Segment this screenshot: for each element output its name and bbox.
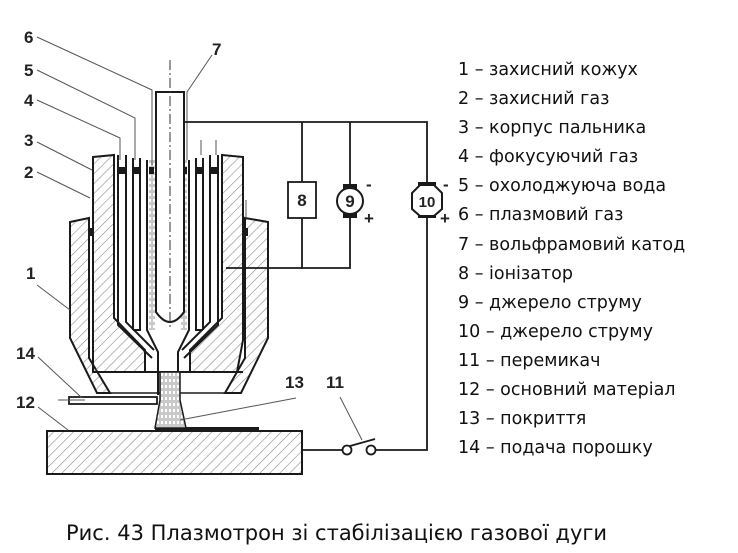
legend-item: 10 – джерело струму [458, 321, 653, 342]
callout-5: 5 [24, 61, 33, 80]
legend-item: 8 – іонізатор [458, 263, 573, 284]
callout-13: 13 [285, 373, 304, 392]
torch-body [92, 153, 244, 373]
ionizer-label: 8 [297, 191, 306, 210]
svg-text:9: 9 [345, 192, 354, 211]
callout-2: 2 [24, 163, 33, 182]
ionizer-box: 8 [287, 181, 317, 219]
legend-item: 1 – захисний кожух [458, 60, 638, 80]
callout-7: 7 [212, 40, 221, 59]
leader-lines [36, 36, 363, 441]
plus-sign-9: + [364, 209, 374, 228]
coating-layer [155, 427, 259, 432]
callout-14: 14 [16, 344, 35, 363]
svg-text:10: 10 [419, 194, 436, 211]
powder-feed-tube [58, 396, 158, 405]
legend-item: 4 – фокусуючий газ [458, 147, 639, 168]
callout-1: 1 [26, 264, 35, 283]
current-source-9: 9 - + [336, 175, 374, 228]
plasma-gas-flow-left [149, 160, 155, 330]
callout-6: 6 [24, 28, 33, 47]
figure-caption: Рис. 43 Плазмотрон зі стабілізацією газо… [66, 521, 608, 545]
callout-12: 12 [16, 393, 35, 412]
gas-channels [117, 155, 219, 395]
callout-3: 3 [24, 131, 33, 150]
legend-item: 3 – корпус пальника [458, 118, 647, 139]
current-source-10: 10 - + [411, 175, 450, 228]
legend-item: 13 – покриття [458, 409, 587, 430]
base-material [46, 427, 303, 475]
legend-item: 7 – вольфрамовий катод [458, 234, 686, 255]
callout-labels: 6 5 4 3 2 7 1 14 12 13 11 [16, 28, 344, 412]
legend: 1 – захисний кожух 2 – захисний газ 3 – … [458, 57, 685, 464]
callout-4: 4 [24, 91, 34, 110]
legend-item: 2 – захисний газ [458, 89, 610, 110]
legend-item: 12 – основний матеріал [458, 380, 676, 401]
switch [341, 438, 377, 456]
minus-sign-10: - [443, 175, 449, 194]
circuit-wires [184, 121, 428, 451]
callout-11: 11 [326, 373, 344, 392]
legend-item: 11 – перемикач [458, 350, 601, 371]
tungsten-cathode [155, 60, 185, 330]
legend-item: 5 – охолоджуюча вода [458, 176, 667, 197]
plus-sign-10: + [440, 209, 450, 228]
legend-item: 6 – плазмовий газ [458, 205, 624, 226]
legend-item: 9 – джерело струму [458, 292, 642, 313]
plasma-jet [154, 371, 187, 429]
legend-item: 14 – подача порошку [458, 438, 653, 459]
minus-sign-9: - [366, 175, 372, 194]
